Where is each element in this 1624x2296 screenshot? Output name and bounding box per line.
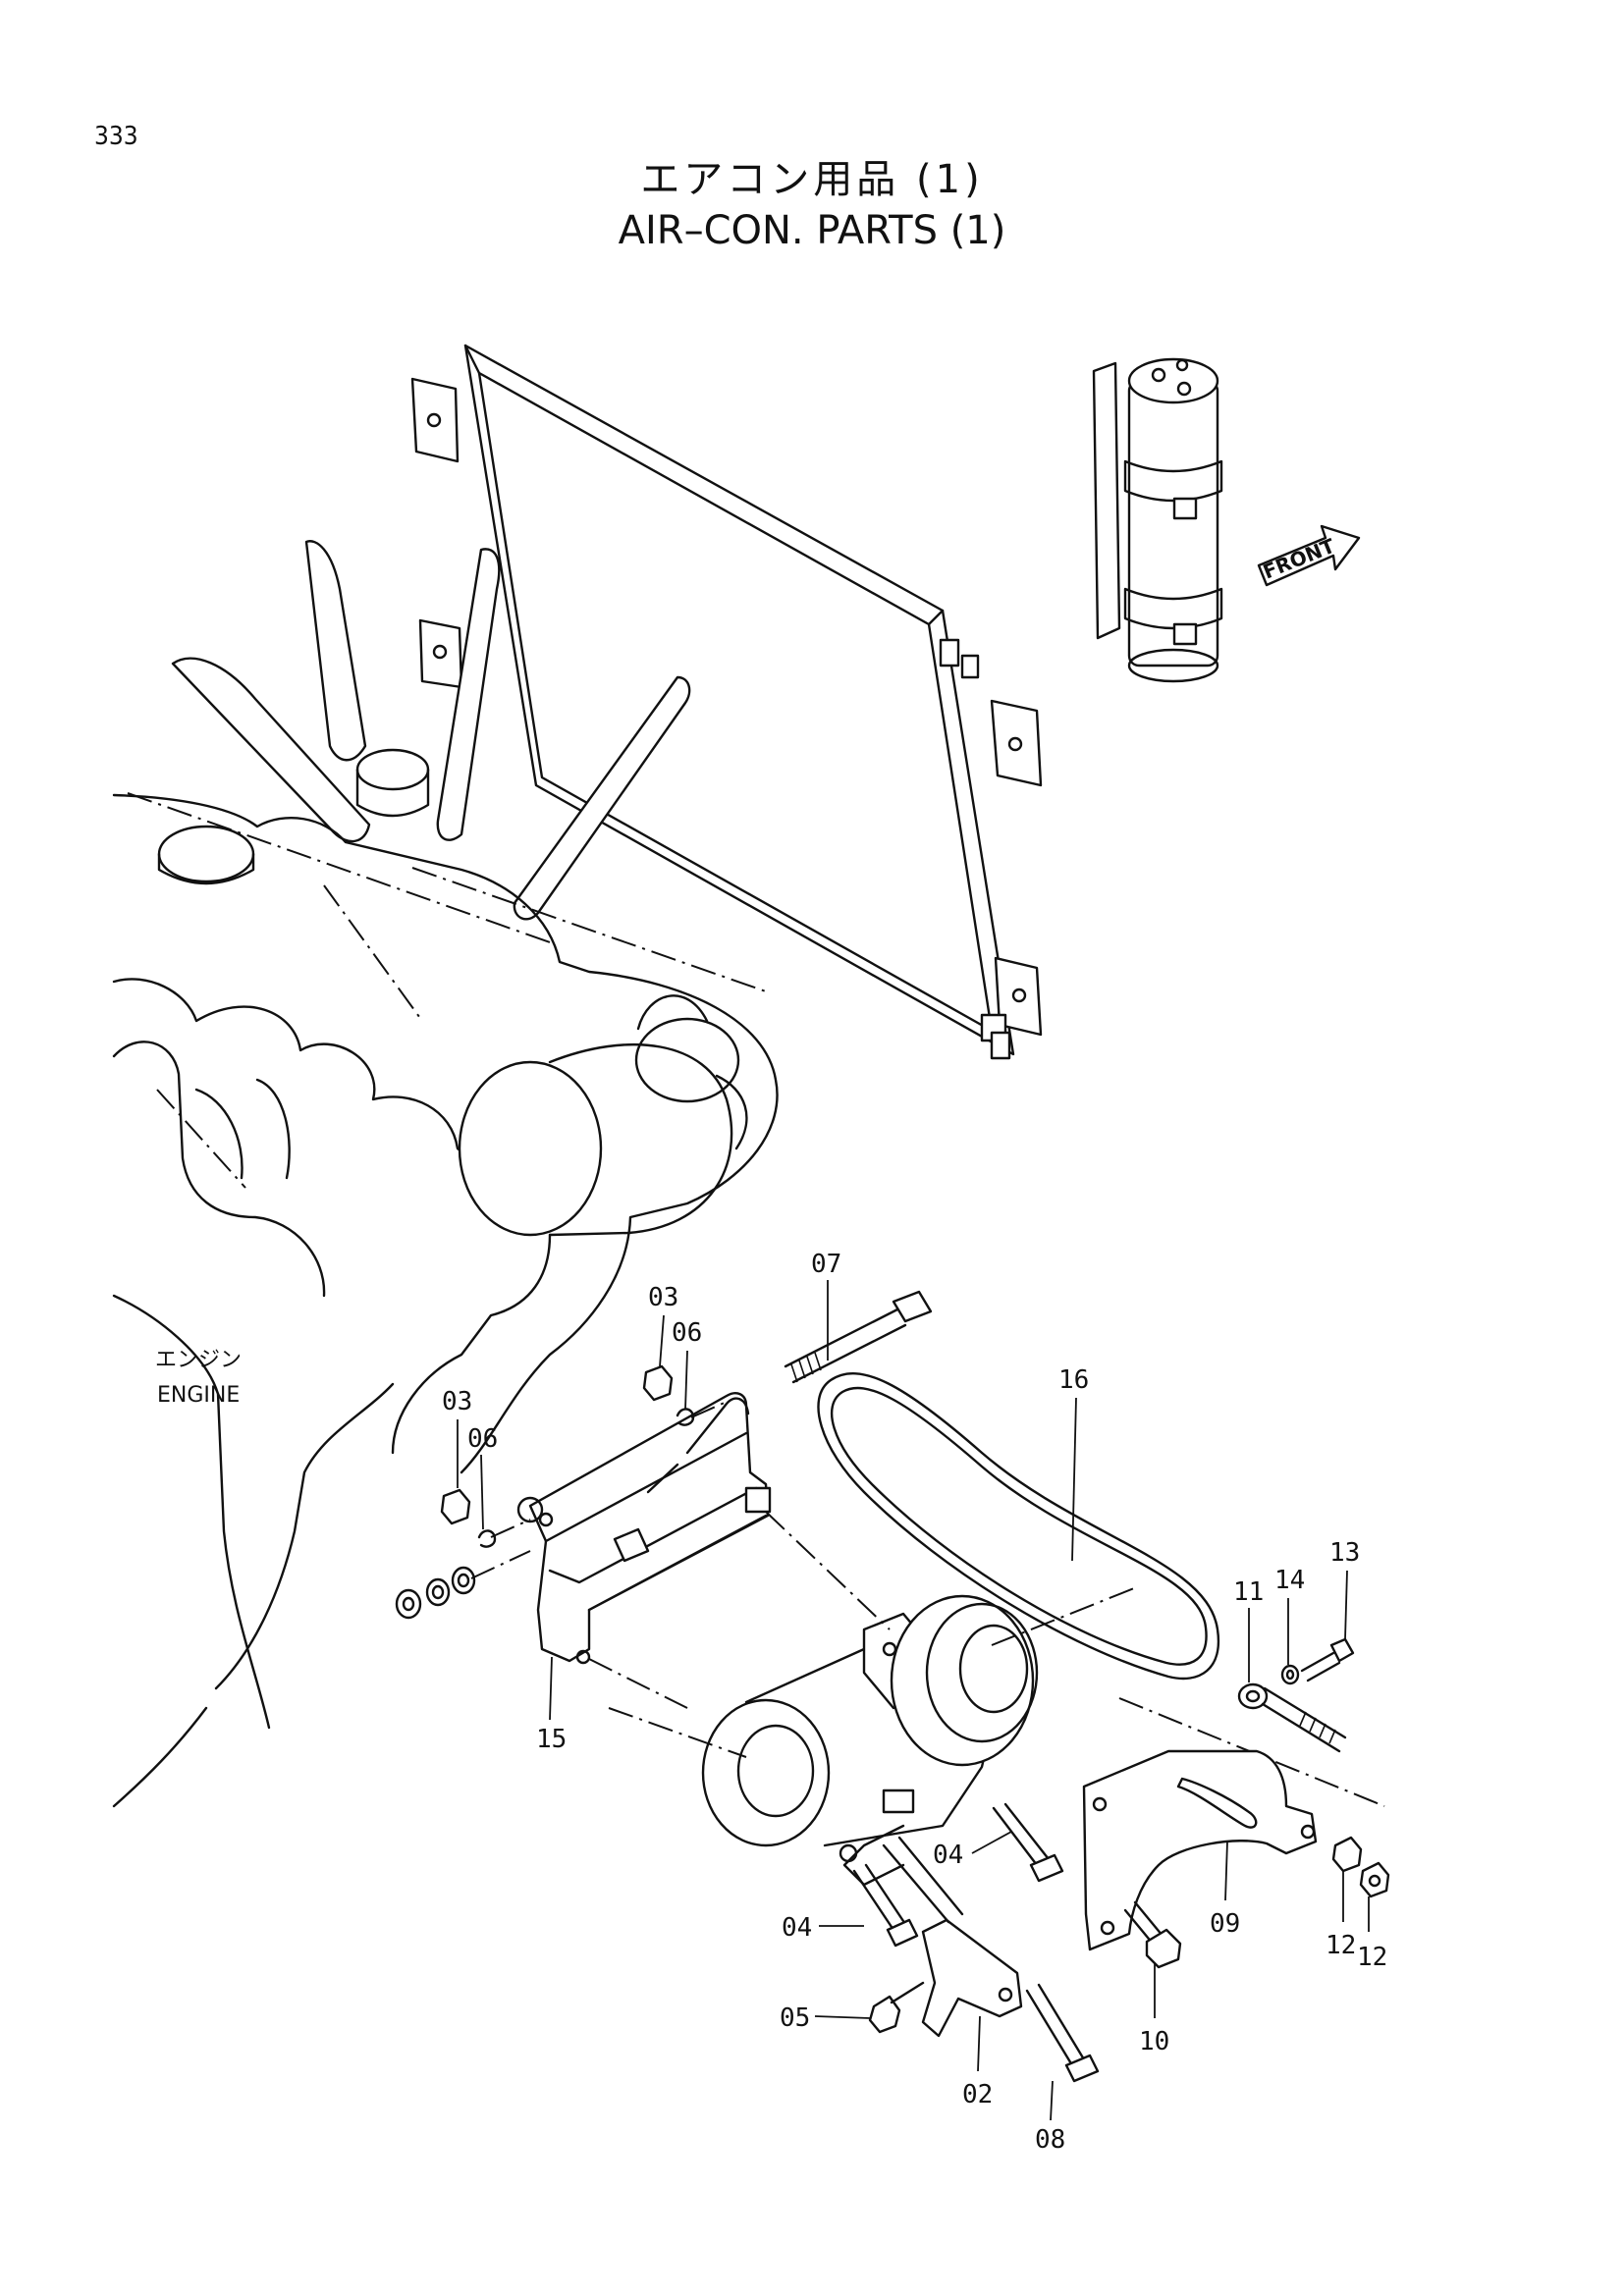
callout-09: 09 — [1210, 1909, 1240, 1939]
washer-14-bolt-13 — [1280, 1637, 1355, 1685]
bolt-04-left — [852, 1863, 919, 1948]
compressor-support — [882, 1836, 1023, 2038]
callout-12-right: 12 — [1357, 1943, 1387, 1972]
callout-05: 05 — [780, 2003, 810, 2033]
through-bolt — [784, 1290, 933, 1384]
ac-compressor — [701, 1594, 1039, 1887]
front-label: FRONT — [1260, 534, 1338, 584]
callout-04-left: 04 — [782, 1913, 812, 1943]
condenser — [410, 344, 1043, 1060]
page-number: 333 — [94, 122, 138, 151]
engine-label-english: ENGINE — [157, 1383, 240, 1408]
bolt-08 — [1025, 1983, 1100, 2083]
nut-and-clip-top — [642, 1364, 728, 1426]
callout-10: 10 — [1139, 2027, 1169, 2056]
nuts-12 — [1331, 1836, 1390, 1898]
engine-label-japanese: エンジン — [155, 1348, 242, 1372]
callout-13: 13 — [1329, 1538, 1360, 1568]
page-title-english: AIR–CON. PARTS (1) — [618, 208, 1006, 253]
bolt-10 — [1123, 1900, 1182, 1969]
callout-08: 08 — [1035, 2125, 1065, 2155]
callout-03-top: 03 — [648, 1283, 678, 1312]
callout-14: 14 — [1274, 1566, 1305, 1595]
nut-and-washers — [395, 1550, 531, 1620]
callout-06-left: 06 — [467, 1424, 498, 1454]
compressor-bracket — [516, 1392, 772, 1665]
callout-02: 02 — [962, 2080, 993, 2109]
callout-03-left: 03 — [442, 1387, 472, 1416]
leader-lines — [457, 1280, 1370, 2121]
callout-16: 16 — [1058, 1365, 1089, 1395]
belt-tension-bracket — [1082, 1749, 1318, 1951]
callout-15: 15 — [536, 1725, 567, 1754]
page-title-japanese: エアコン用品 (1) — [640, 157, 984, 202]
front-direction-arrow: FRONT — [1257, 524, 1361, 587]
bolt-04-right — [992, 1802, 1064, 1883]
callout-06-top: 06 — [672, 1318, 702, 1348]
receiver-drier — [1092, 357, 1223, 683]
bolt-05 — [868, 1981, 925, 2034]
callout-11: 11 — [1233, 1577, 1264, 1607]
adjust-bolt-11 — [1237, 1682, 1347, 1753]
callout-04-right: 04 — [933, 1841, 963, 1870]
v-belt — [817, 1372, 1220, 1681]
engine: エンジン ENGINE — [112, 540, 779, 1808]
callout-numbers: 07 03 06 16 03 06 15 13 14 11 04 04 09 1… — [442, 1250, 1387, 2155]
callout-12-left: 12 — [1326, 1931, 1356, 1960]
nut-and-clip-left — [440, 1488, 531, 1548]
callout-07: 07 — [811, 1250, 841, 1279]
